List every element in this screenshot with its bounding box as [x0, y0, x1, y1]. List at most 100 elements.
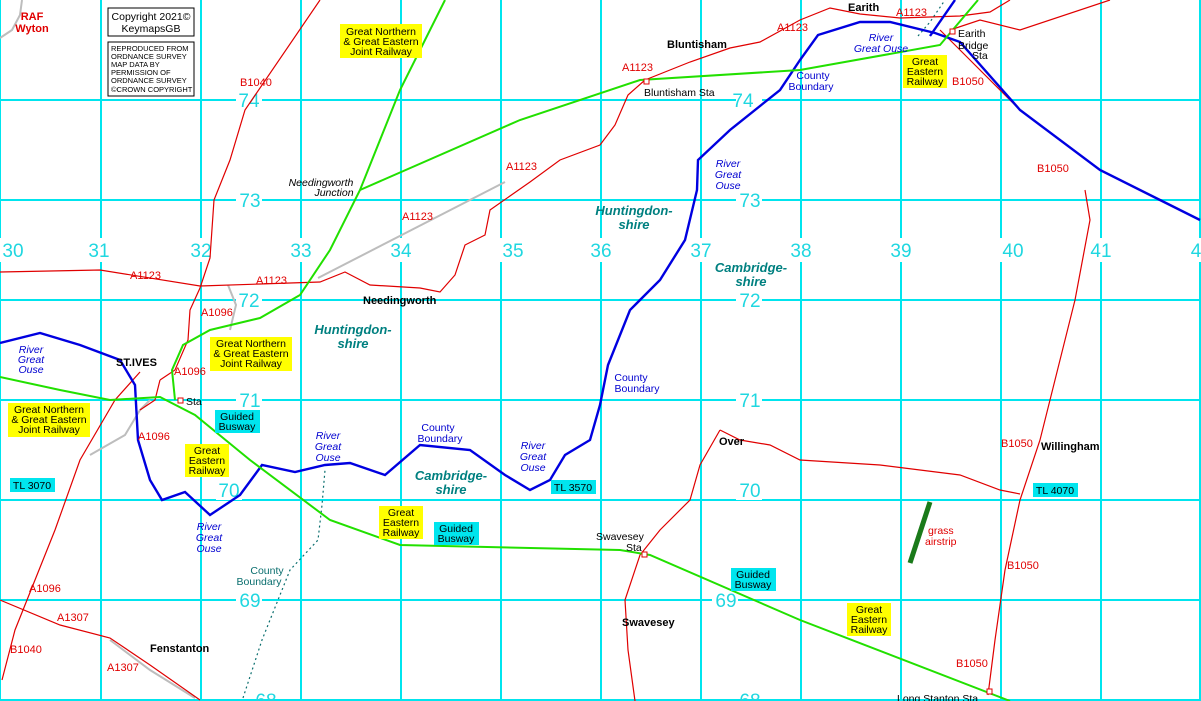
river-great-ouse	[0, 20, 1201, 517]
svg-text:A1096: A1096	[138, 431, 170, 443]
svg-text:Great Northern: Great Northern	[346, 26, 416, 38]
airstrip-label: airstrip	[925, 536, 957, 548]
easting-labels: 30 31 32 33 34 35 36 37 38 39 40 41 4	[0, 238, 1201, 262]
svg-text:B1050: B1050	[1037, 163, 1069, 175]
svg-text:Eastern: Eastern	[907, 66, 943, 78]
svg-text:Great: Great	[715, 169, 742, 181]
place-bluntisham: Bluntisham	[667, 39, 727, 51]
northing-label: 72	[238, 291, 259, 312]
svg-text:River: River	[716, 158, 741, 170]
svg-text:Great: Great	[912, 56, 938, 68]
easting-label: 33	[290, 241, 311, 262]
svg-text:shire: shire	[337, 336, 368, 351]
svg-text:shire: shire	[435, 482, 466, 497]
easting-label: 35	[502, 241, 523, 262]
easting-label: 41	[1090, 241, 1111, 262]
svg-text:Railway: Railway	[383, 527, 421, 539]
easting-label: 40	[1002, 241, 1023, 262]
needingworth-junction: Needingworth	[289, 177, 354, 189]
svg-text:shire: shire	[735, 274, 766, 289]
svg-text:Joint Railway: Joint Railway	[18, 424, 81, 436]
svg-text:& Great Eastern: & Great Eastern	[11, 414, 86, 426]
svg-text:B1040: B1040	[240, 77, 272, 89]
northing-label: 72	[739, 291, 760, 312]
svg-text:Busway: Busway	[219, 421, 257, 433]
svg-text:Great Ouse: Great Ouse	[854, 43, 908, 55]
svg-text:Ouse: Ouse	[18, 364, 43, 376]
svg-text:Ouse: Ouse	[520, 462, 545, 474]
svg-text:Guided: Guided	[736, 569, 770, 581]
a1096-road	[227, 284, 238, 331]
os-notice: REPRODUCED FROM	[111, 44, 189, 53]
airstrip-label: grass	[928, 525, 954, 537]
svg-text:Boundary: Boundary	[789, 81, 835, 93]
svg-text:A1123: A1123	[130, 270, 161, 282]
old-road-st-ives	[89, 399, 151, 456]
svg-text:A1096: A1096	[174, 366, 206, 378]
place-earith: Earith	[848, 2, 879, 14]
easting-label: 36	[590, 241, 611, 262]
svg-text:Great: Great	[520, 451, 547, 463]
svg-text:& Great Eastern: & Great Eastern	[343, 36, 418, 48]
svg-text:TL 3070: TL 3070	[13, 480, 51, 492]
county-labels: Huntingdon-shire Cambridge-shire Hunting…	[314, 203, 787, 497]
svg-text:Railway: Railway	[907, 76, 945, 88]
svg-text:Eastern: Eastern	[189, 455, 225, 467]
northing-label: 68	[255, 691, 276, 701]
svg-text:County: County	[421, 422, 455, 434]
svg-text:Guided: Guided	[439, 523, 473, 535]
copyright-text: Copyright 2021©	[112, 11, 191, 23]
northing-label: 68	[739, 691, 760, 701]
easting-label: 34	[390, 241, 412, 262]
svg-text:Eastern: Eastern	[851, 614, 887, 626]
svg-text:Great: Great	[196, 532, 223, 544]
svg-text:A1123: A1123	[506, 161, 537, 173]
station-swavesey: Sta	[626, 542, 642, 554]
easting-label: 32	[190, 241, 211, 262]
road-labels: A1123 A1123 A1123 A1123 A1123 A1123 B104…	[10, 7, 1069, 674]
svg-text:Cambridge-: Cambridge-	[715, 260, 787, 275]
svg-text:Guided: Guided	[220, 411, 254, 423]
a1307-grey	[109, 639, 196, 699]
svg-text:Joint Railway: Joint Railway	[220, 358, 283, 370]
svg-text:shire: shire	[618, 217, 649, 232]
northing-label: 69	[239, 591, 260, 612]
place-needingworth: Needingworth	[363, 295, 437, 307]
station-swavesey: Swavesey	[596, 531, 645, 543]
easting-label: 4	[1191, 241, 1201, 262]
svg-text:River: River	[19, 344, 44, 356]
northing-label: 69	[715, 591, 736, 612]
svg-text:Huntingdon-: Huntingdon-	[314, 322, 391, 337]
northing-label: 70	[218, 481, 239, 502]
svg-text:Railway: Railway	[851, 624, 889, 636]
svg-text:River: River	[197, 521, 222, 533]
svg-text:A1307: A1307	[57, 612, 89, 624]
svg-text:Ouse: Ouse	[715, 180, 740, 192]
station-st-ives: Sta	[186, 396, 202, 408]
svg-text:Boundary: Boundary	[237, 576, 283, 588]
svg-text:Great: Great	[18, 354, 45, 366]
easting-label: 39	[890, 241, 911, 262]
place-raf-wyton: RAF	[21, 11, 44, 23]
svg-text:Great: Great	[388, 507, 414, 519]
svg-text:Great: Great	[315, 441, 342, 453]
svg-text:River: River	[869, 32, 894, 44]
grid-refs: TL 3070 TL 3570 TL 4070	[10, 478, 1078, 497]
svg-text:TL 4070: TL 4070	[1036, 485, 1074, 497]
place-fenstanton: Fenstanton	[150, 643, 210, 655]
os-notice: ORDNANCE SURVEY	[111, 76, 187, 85]
station-long-stanton: Long Stanton Sta	[897, 693, 978, 701]
svg-text:Railway: Railway	[189, 465, 227, 477]
svg-text:A1123: A1123	[777, 22, 808, 34]
county-boundary-line	[242, 469, 326, 699]
northing-label: 71	[739, 391, 760, 412]
raf-perimeter	[0, 0, 23, 39]
svg-text:Great: Great	[856, 604, 882, 616]
northing-label: 74	[732, 91, 754, 112]
svg-text:Busway: Busway	[438, 533, 476, 545]
